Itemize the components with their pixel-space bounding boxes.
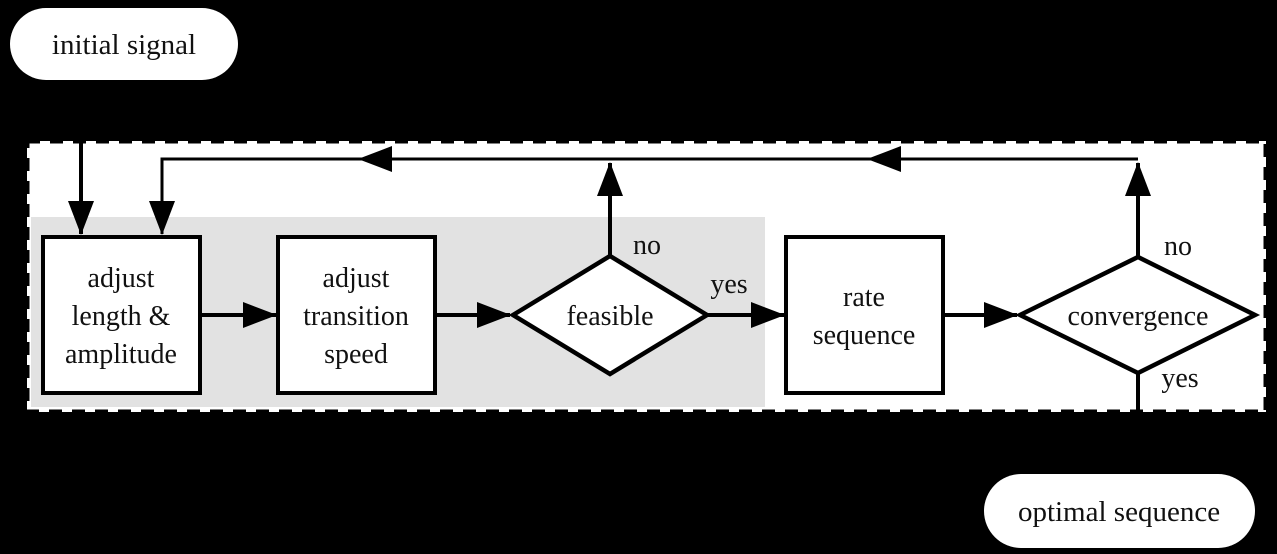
decision-convergence: [1014, 254, 1261, 376]
feedback-arrowhead-right: [867, 146, 901, 172]
node-label-line: adjust: [88, 263, 155, 294]
edge-label-convergence-yes: yes: [1161, 363, 1198, 394]
node-label-line: transition: [303, 301, 409, 332]
end-terminal-label: optimal sequence: [1018, 496, 1220, 528]
feedback-arrowhead-left: [358, 146, 392, 172]
node-label-line: speed: [324, 339, 388, 370]
start-terminal: [10, 8, 238, 80]
node-label-line: length &: [72, 301, 171, 332]
edge-label-feasible-yes: yes: [710, 269, 747, 300]
feedback-edge: [149, 157, 1138, 235]
decision-feasible-label: feasible: [566, 301, 653, 332]
node-label-line: sequence: [813, 320, 916, 351]
node-label-line: adjust: [323, 263, 390, 294]
end-terminal: [984, 474, 1255, 548]
decision-feasible: [508, 253, 712, 377]
edge-label-convergence-no: no: [1164, 231, 1192, 262]
start-terminal-label: initial signal: [52, 29, 196, 61]
process-box-rate-sequence: [784, 235, 945, 395]
decision-convergence-label: convergence: [1068, 301, 1209, 332]
node-label-line: amplitude: [65, 339, 177, 370]
process-box-adjust-length-amplitude: [41, 235, 202, 395]
edge-label-feasible-no: no: [633, 230, 661, 261]
node-label-line: rate: [843, 282, 885, 313]
process-box-adjust-transition-speed: [276, 235, 437, 395]
